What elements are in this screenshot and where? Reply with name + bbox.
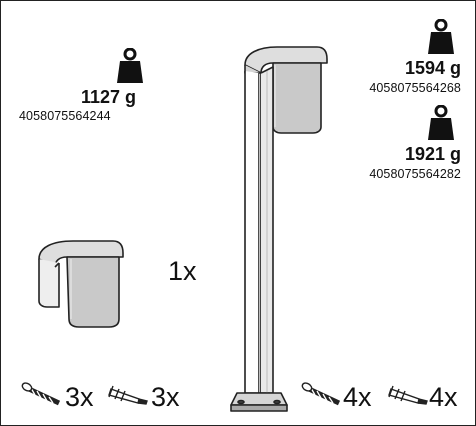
wall-plug-quantity: 4x xyxy=(429,382,458,412)
product-weight: 1921 g xyxy=(404,144,461,164)
wall-light-quantity: 1x xyxy=(168,256,197,286)
weight-icon xyxy=(428,105,454,140)
product-ean: 4058075564282 xyxy=(369,167,461,181)
wall-plug-quantity: 3x xyxy=(151,382,180,412)
product-weight: 1594 g xyxy=(404,58,461,78)
product-weight: 1127 g xyxy=(81,87,137,107)
screw-icon xyxy=(21,382,61,406)
weight-icon xyxy=(428,19,454,54)
screw-icon xyxy=(301,382,341,406)
product-ean: 4058075564268 xyxy=(369,81,461,95)
screw-quantity: 3x xyxy=(65,382,94,412)
wall-plug-icon xyxy=(108,385,148,405)
wall-light-illustration xyxy=(38,240,124,328)
wall-plug-icon xyxy=(388,385,428,405)
weight-icon xyxy=(117,48,143,83)
screw-quantity: 4x xyxy=(343,382,372,412)
product-ean: 4058075564244 xyxy=(19,109,111,123)
